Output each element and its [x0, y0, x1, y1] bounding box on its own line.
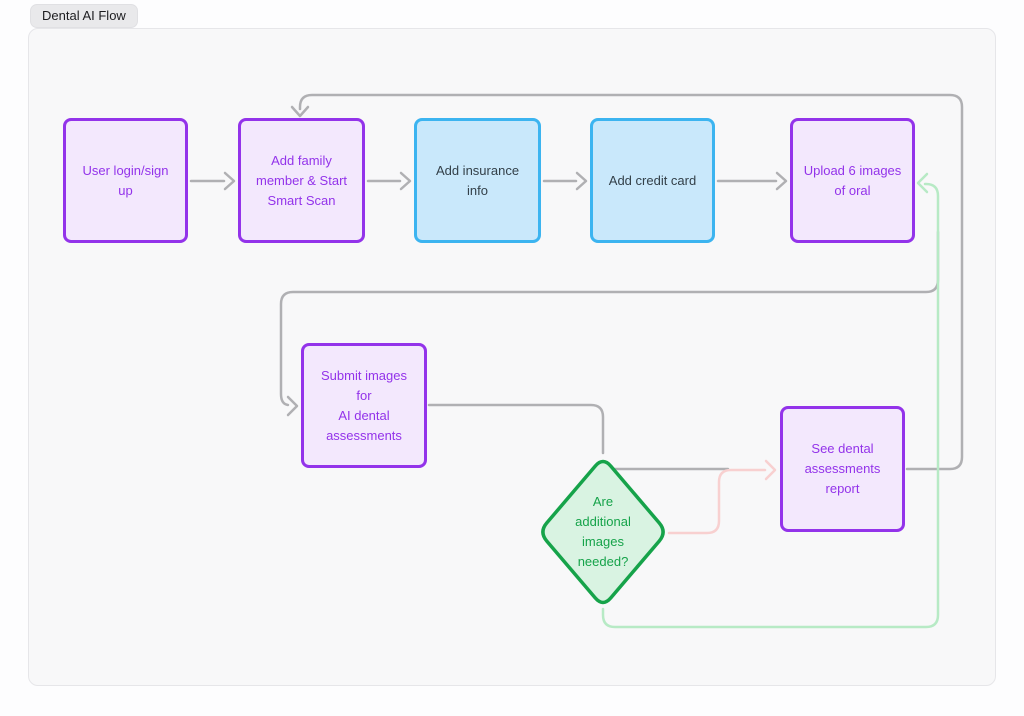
arrowhead-icon [399, 171, 412, 191]
edge-report-to-family[interactable] [290, 93, 964, 471]
arrowhead-icon [286, 395, 299, 417]
decision-diamond-shape[interactable] [541, 459, 665, 605]
arrowhead-icon [575, 171, 588, 191]
arrowhead-icon [916, 172, 929, 194]
edge-line [667, 468, 767, 535]
edge-line [427, 403, 605, 455]
arrowhead-icon [775, 171, 788, 191]
flow-title-badge[interactable]: Dental AI Flow [30, 4, 138, 28]
node-upload-images[interactable]: Upload 6 images of oral [790, 118, 915, 243]
edge-line [279, 230, 940, 407]
edge-decision-to-report-pink[interactable] [667, 459, 777, 535]
node-submit-images[interactable]: Submit images for AI dental assessments [301, 343, 427, 468]
edge-line [298, 93, 964, 471]
edge-line [601, 182, 940, 629]
edge-decision-to-upload[interactable] [601, 172, 940, 629]
node-add-insurance-info[interactable]: Add insurance info [414, 118, 541, 243]
edge-upload-to-submit[interactable] [279, 230, 940, 417]
arrowhead-icon [223, 171, 236, 191]
node-decision-label[interactable]: Are additional images needed? [575, 494, 631, 569]
edge-insurance-to-credit[interactable] [542, 171, 588, 191]
edge-family-to-insurance[interactable] [366, 171, 412, 191]
node-user-login[interactable]: User login/sign up [63, 118, 188, 243]
arrowhead-icon [764, 459, 777, 481]
arrowhead-icon [290, 105, 310, 118]
node-see-report[interactable]: See dental assessments report [780, 406, 905, 532]
node-add-family-member[interactable]: Add family member & Start Smart Scan [238, 118, 365, 243]
edge-login-to-family[interactable] [189, 171, 236, 191]
node-add-credit-card[interactable]: Add credit card [590, 118, 715, 243]
edge-credit-to-upload[interactable] [716, 171, 788, 191]
edge-submit-to-decision[interactable] [427, 403, 605, 455]
